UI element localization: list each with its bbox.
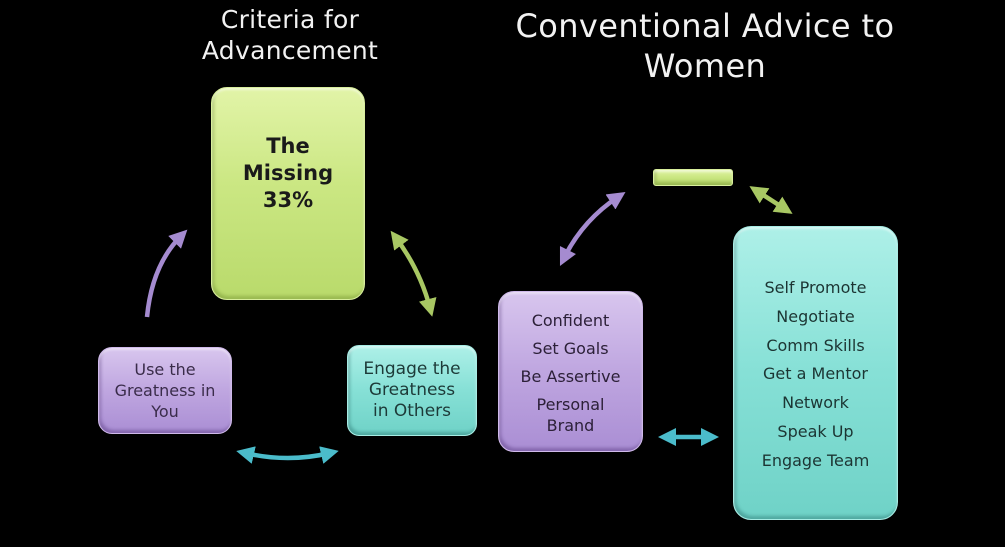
others-box-line: Greatness	[368, 380, 456, 400]
external-item: Speak Up	[777, 421, 854, 441]
personal-item: Personal	[536, 395, 605, 414]
you-box-line: Greatness in	[114, 381, 216, 400]
missing-box-line: 33%	[262, 188, 314, 212]
greatness-in-others-box: Engage the Greatness in Others	[347, 345, 477, 436]
left-title-line-2: Advancement	[201, 36, 379, 65]
left-diagram-title: Criteria for Advancement	[180, 4, 400, 66]
others-box-line: in Others	[372, 401, 452, 421]
external-item: Network	[782, 393, 849, 413]
you-box-line: Use the	[134, 360, 196, 379]
personal-traits-box: Confident Set Goals Be Assertive Persona…	[498, 291, 643, 452]
external-item: Comm Skills	[766, 335, 865, 355]
arrow-bar-external	[749, 186, 793, 214]
right-diagram-title: Conventional Advice to Women	[495, 6, 915, 86]
missing-33-box: The Missing 33%	[211, 87, 365, 300]
missing-box-line: Missing	[242, 161, 334, 185]
external-actions-box: Self Promote Negotiate Comm Skills Get a…	[733, 226, 898, 520]
personal-item: Set Goals	[532, 339, 609, 358]
personal-item: Be Assertive	[520, 367, 621, 386]
right-title-line-2: Women	[643, 47, 767, 85]
missing-box-line: The	[266, 134, 310, 158]
arrow-you-others	[236, 446, 339, 464]
external-item: Self Promote	[764, 278, 867, 297]
personal-item: Brand	[546, 416, 595, 435]
arrow-personal-bar	[559, 192, 626, 267]
others-box-line: Engage the	[363, 359, 461, 379]
external-item: Get a Mentor	[763, 364, 868, 384]
left-title-line-1: Criteria for	[220, 5, 360, 34]
greatness-in-you-box: Use the Greatness in You	[98, 347, 232, 434]
arrow-missing-others	[390, 230, 437, 317]
arrow-you-to-missing	[144, 229, 188, 318]
empty-green-bar	[653, 169, 733, 186]
external-item: Negotiate	[776, 306, 855, 326]
external-item: Engage Team	[761, 450, 870, 470]
you-box-line: You	[151, 402, 179, 421]
personal-item: Confident	[531, 311, 610, 330]
right-title-line-1: Conventional Advice to	[515, 7, 895, 45]
